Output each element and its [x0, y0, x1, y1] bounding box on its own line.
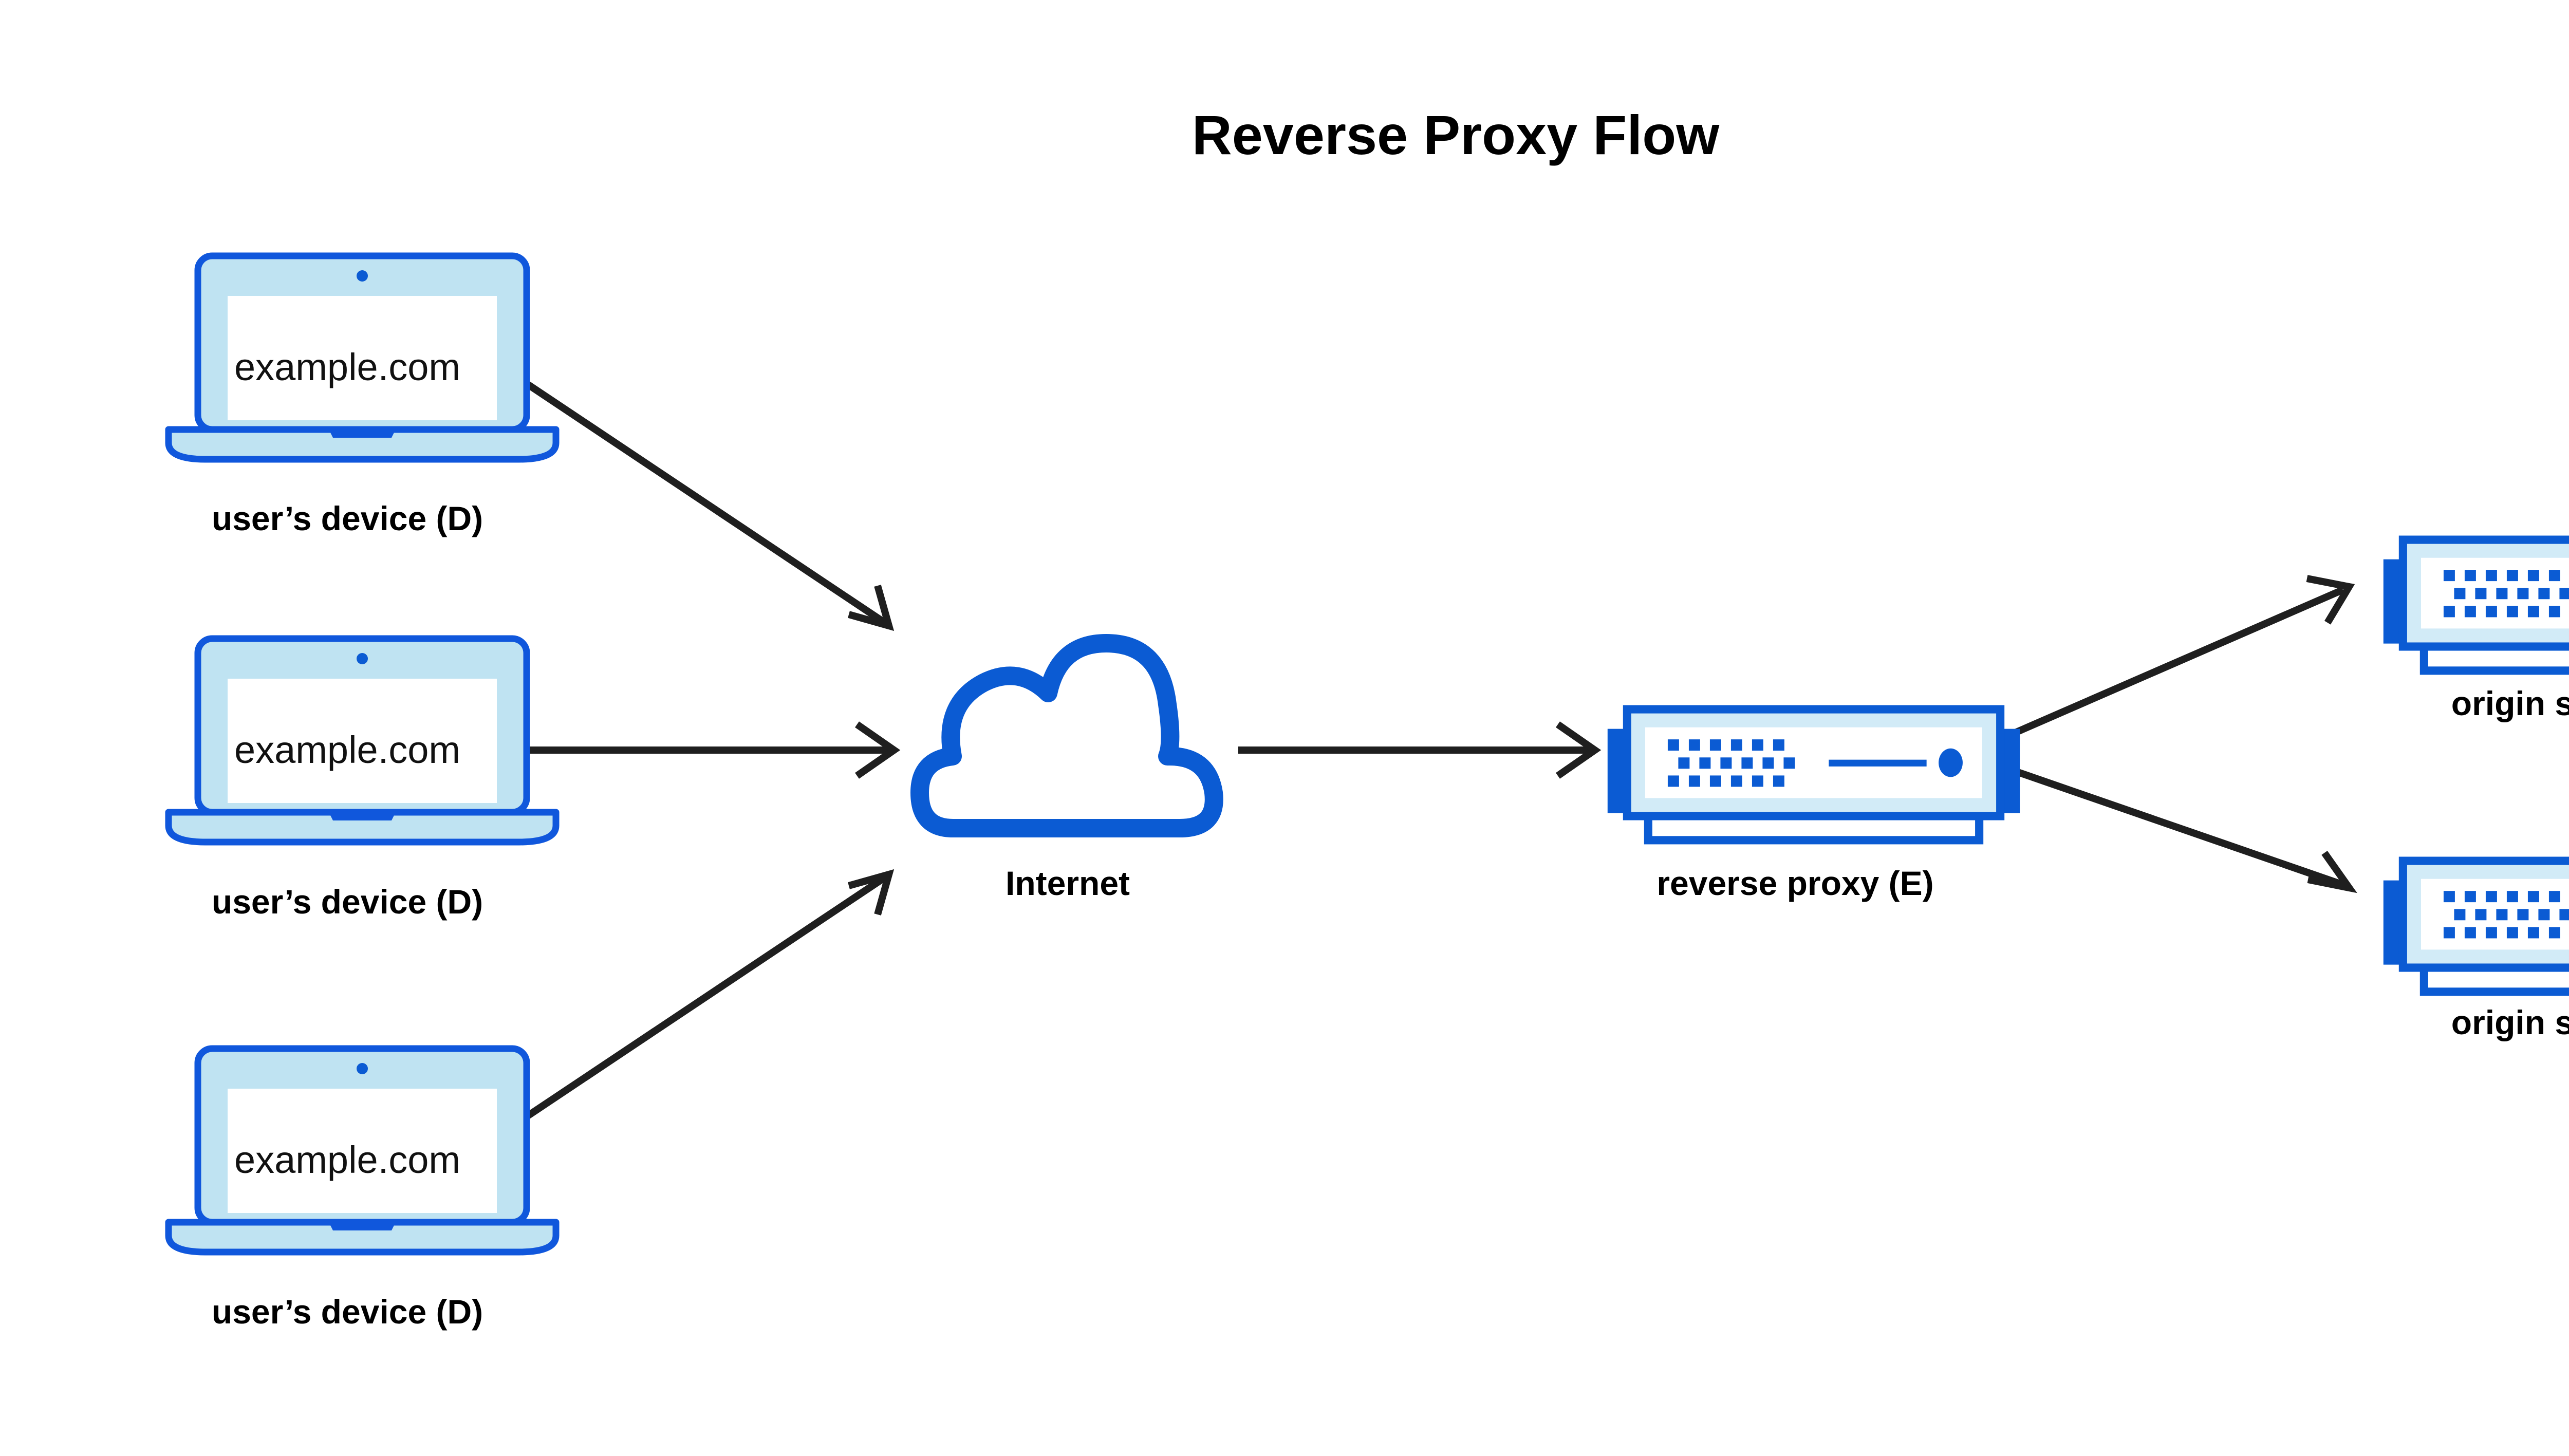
edge-client-top-to-internet	[512, 372, 895, 631]
node-client-bottom[interactable]: example.com user’s device (D)	[169, 1049, 556, 1331]
node-label-internet: Internet	[1006, 864, 1130, 902]
edge-client-middle-to-internet	[520, 721, 901, 779]
node-label-client-middle: user’s device (D)	[212, 883, 483, 921]
edge-client-bottom-to-internet	[512, 869, 895, 1128]
laptop-screen-url: example.com	[234, 1138, 460, 1181]
node-label-client-bottom: user’s device (D)	[212, 1293, 483, 1331]
connection-layer	[512, 372, 2357, 1128]
node-label-origin-bottom: origin server (F)	[2451, 1003, 2569, 1041]
node-label-reverse-proxy: reverse proxy (E)	[1656, 864, 1933, 902]
edge-proxy-to-origin-bottom	[1997, 762, 2357, 893]
node-reverse-proxy[interactable]: reverse proxy (E)	[1608, 710, 2020, 902]
cloud-icon	[910, 634, 1223, 837]
node-origin-bottom[interactable]: origin server (F)	[2384, 861, 2569, 1041]
server-icon	[1608, 710, 2020, 841]
edge-internet-to-proxy	[1238, 721, 1602, 779]
node-internet[interactable]: Internet	[910, 634, 1223, 902]
node-label-origin-top: origin server (F)	[2451, 684, 2569, 722]
node-client-middle[interactable]: example.com user’s device (D)	[169, 639, 556, 921]
edge-proxy-to-origin-top	[1997, 575, 2355, 743]
laptop-screen-url: example.com	[234, 729, 460, 771]
node-client-top[interactable]: example.com user’s device (D)	[169, 256, 556, 537]
laptop-screen-url: example.com	[234, 346, 460, 388]
node-label-client-top: user’s device (D)	[212, 499, 483, 537]
node-origin-top[interactable]: origin server (F)	[2384, 540, 2569, 722]
page-title: Reverse Proxy Flow	[1192, 104, 1720, 166]
